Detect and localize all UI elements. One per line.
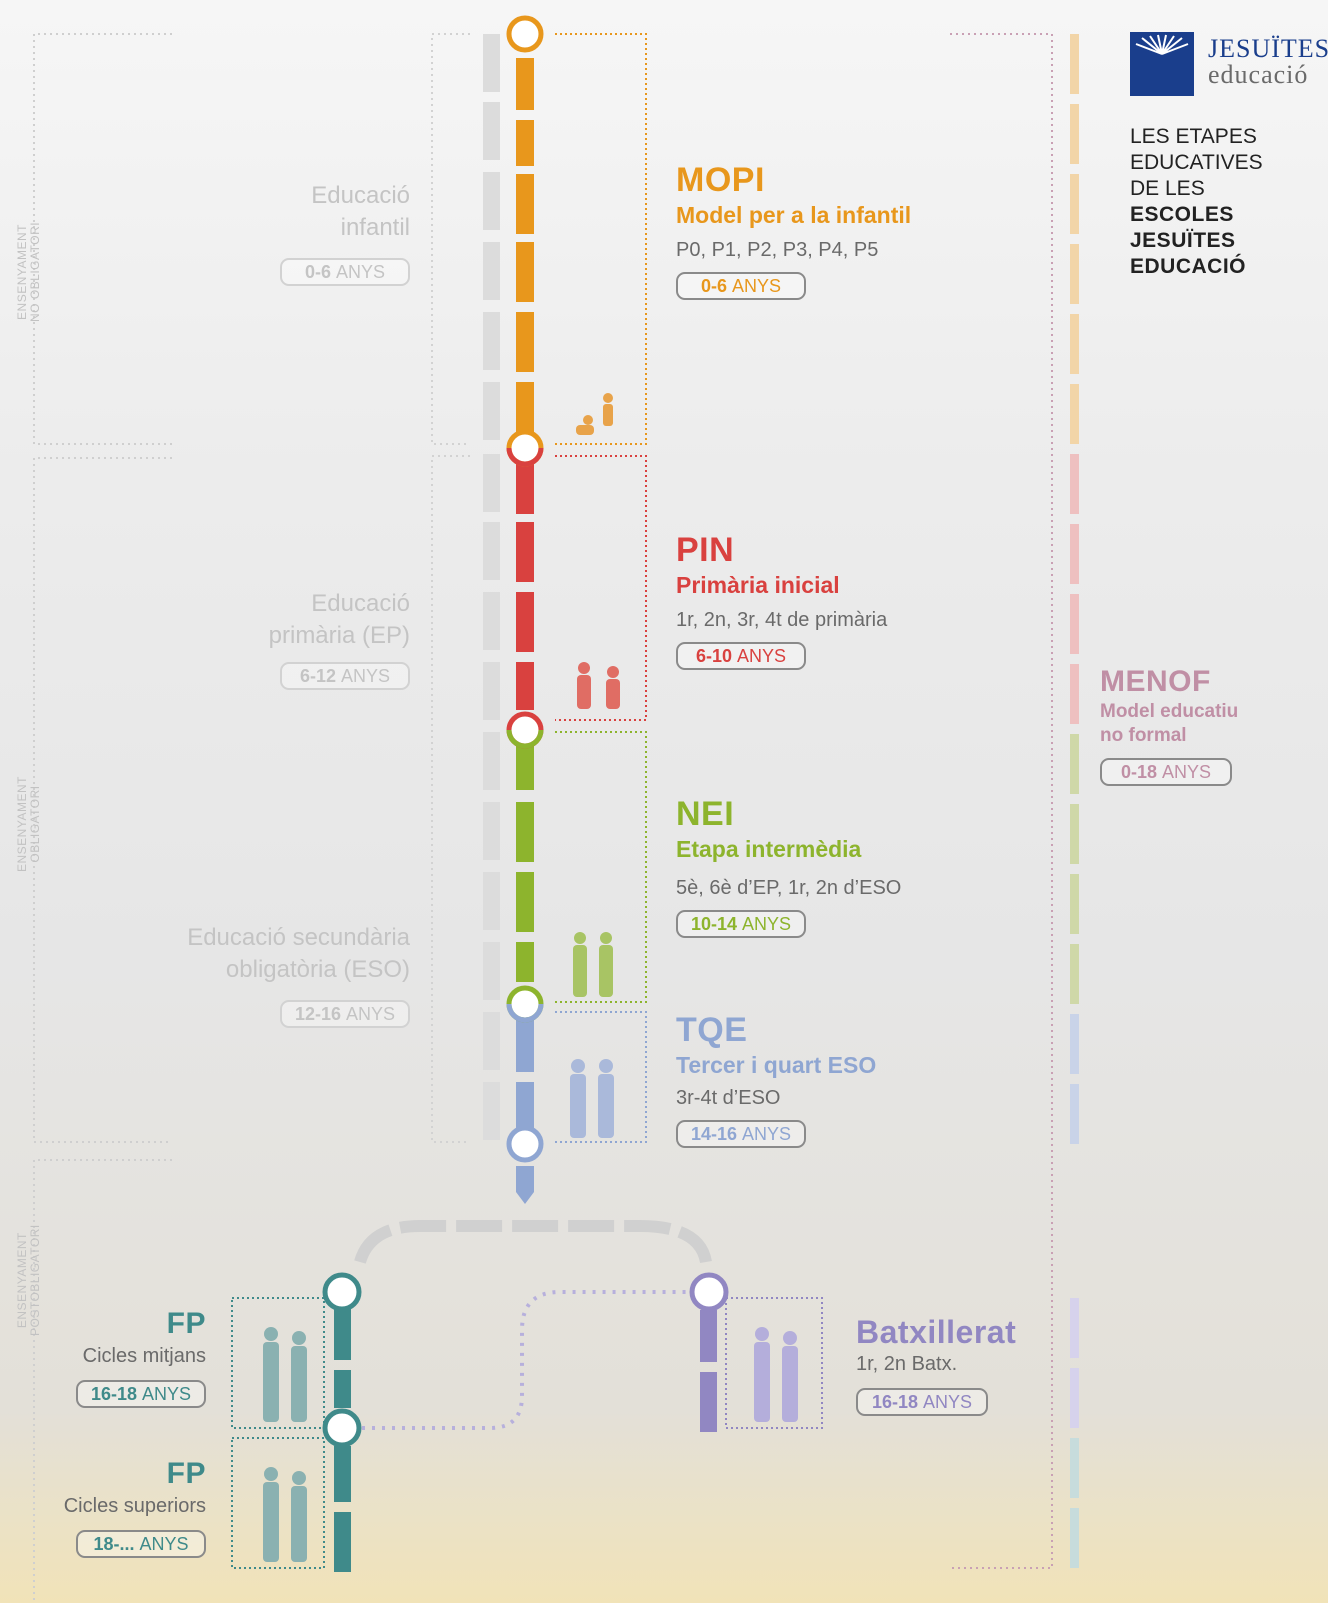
- fp1-code: FP: [166, 1307, 206, 1340]
- branch-path: [354, 1220, 712, 1264]
- tqe-silhouette: [570, 1059, 614, 1138]
- menof-bracket: [950, 33, 1053, 1569]
- bracket-postobligatori: [33, 1159, 172, 1600]
- mopi-frame: [555, 33, 647, 445]
- fp1-frame: [231, 1297, 325, 1429]
- batx-silhouette: [754, 1327, 798, 1422]
- mopi-segments: [516, 58, 534, 432]
- pin-segments: [516, 462, 534, 710]
- batx-desc: 1r, 2n Batx.: [856, 1353, 958, 1375]
- nei-segments: [516, 744, 534, 982]
- nei-desc: 5è, 6è d’EP, 1r, 2n d’ESO: [676, 877, 902, 899]
- grey-segments: [483, 34, 500, 1140]
- batx-code: Batxillerat: [856, 1314, 1017, 1350]
- tqe-code: TQE: [676, 1011, 748, 1049]
- pin-frame: [555, 455, 647, 721]
- inner-bracket-left: [431, 33, 470, 1143]
- mopi-desc: P0, P1, P2, P3, P4, P5: [676, 239, 879, 261]
- mopi-start-node: [506, 15, 544, 53]
- pin-code: PIN: [676, 531, 735, 569]
- batx-segments: [700, 1310, 717, 1432]
- tqe-desc: 3r-4t d’ESO: [676, 1087, 781, 1109]
- logo-mark: [1130, 32, 1194, 96]
- pin-name: Primària inicial: [676, 572, 840, 598]
- logo-line1: JESUÏTES: [1208, 34, 1328, 63]
- logo-line2: educació: [1208, 60, 1309, 89]
- fp1-desc: Cicles mitjans: [82, 1345, 206, 1367]
- fp1-silhouette: [263, 1327, 307, 1422]
- bracket-obligatori: [33, 457, 172, 1143]
- fp2-code: FP: [166, 1457, 206, 1490]
- mopi-name: Model per a la infantil: [676, 202, 912, 228]
- mopi-code: MOPI: [676, 161, 765, 199]
- fp2-start-node: [322, 1408, 362, 1448]
- page-title: LES ETAPES EDUCATIVES DE LES ESCOLES JES…: [1130, 125, 1263, 278]
- nei-frame: [555, 731, 647, 1003]
- tqe-frame: [555, 1011, 647, 1143]
- fp2-silhouette: [263, 1467, 307, 1562]
- batx-start-node: [689, 1272, 729, 1312]
- fp-segments: [334, 1308, 351, 1572]
- tqe-segments: [516, 1020, 534, 1204]
- menof-segments: [1070, 34, 1079, 1568]
- pin-silhouette: [577, 662, 620, 709]
- nei-code: NEI: [676, 795, 735, 833]
- sunburst-icon: [1135, 34, 1189, 55]
- nei-name: Etapa intermèdia: [676, 836, 862, 862]
- batx-frame: [725, 1297, 823, 1429]
- tqe-end-node: [506, 1125, 544, 1163]
- fp-batx-link: [362, 1290, 690, 1430]
- fp1-start-node: [322, 1272, 362, 1312]
- pin-desc: 1r, 2n, 3r, 4t de primària: [676, 609, 888, 631]
- fp2-frame: [231, 1437, 325, 1569]
- fp2-age-pill: 18-...ANYS: [76, 1530, 206, 1558]
- mopi-silhouette: [576, 393, 613, 435]
- tqe-name: Tercer i quart ESO: [676, 1052, 877, 1078]
- bracket-no-obligatori: [33, 33, 172, 445]
- menof-code: MENOF: [1100, 665, 1211, 698]
- fp2-desc: Cicles superiors: [63, 1495, 206, 1517]
- nei-silhouette: [573, 932, 613, 997]
